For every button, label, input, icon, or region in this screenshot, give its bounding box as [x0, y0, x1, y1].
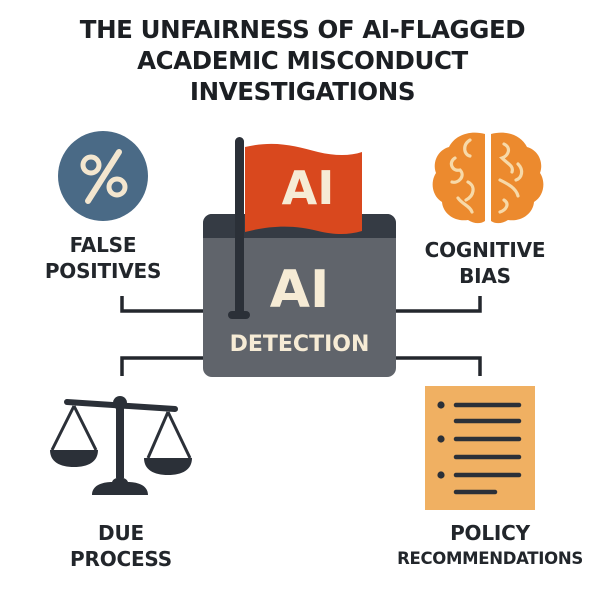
label-line: RECOMMENDATIONS	[397, 549, 583, 568]
brain-folds	[449, 138, 524, 214]
title-line-2: ACADEMIC MISCONDUCT	[137, 46, 468, 75]
label-line: BIAS	[459, 264, 511, 288]
page-title: THE UNFAIRNESS OF AI-FLAGGED ACADEMIC MI…	[0, 14, 605, 107]
title-line-1: THE UNFAIRNESS OF AI-FLAGGED	[79, 15, 526, 44]
label-due-process: DUE PROCESS	[56, 520, 186, 572]
box-body	[203, 214, 396, 377]
percent-dot-top	[80, 154, 102, 176]
flag-pole-base	[228, 311, 250, 319]
connector-due-process	[120, 356, 205, 376]
flag-icon	[228, 137, 362, 319]
box-detection-label: DETECTION	[229, 332, 370, 357]
label-line: POLICY	[450, 521, 530, 545]
flag-label: AI	[281, 161, 335, 215]
percent-dot-bottom	[106, 176, 128, 198]
flag-cloth	[245, 143, 362, 234]
box-ai-label: AI	[269, 260, 330, 320]
brain-left-hemisphere	[432, 132, 485, 224]
document-list-icon	[425, 386, 535, 510]
flag-pole	[235, 137, 244, 317]
connector-false-positives	[120, 296, 205, 313]
scales-icon	[50, 396, 192, 495]
percent-icon	[58, 131, 148, 221]
label-policy-recommendations: POLICY RECOMMENDATIONS	[385, 520, 595, 572]
connector-cognitive-bias	[395, 296, 482, 313]
label-line: COGNITIVE	[424, 238, 546, 262]
label-line: POSITIVES	[44, 259, 162, 283]
brain-icon	[432, 132, 544, 224]
scales-right-pan	[144, 458, 192, 475]
label-false-positives: FALSE POSITIVES	[28, 232, 178, 284]
scales-base	[92, 477, 148, 495]
label-cognitive-bias: COGNITIVE BIAS	[410, 237, 560, 289]
scales-pillar	[116, 403, 124, 478]
label-line: DUE	[98, 521, 144, 545]
connector-policy	[395, 356, 482, 376]
label-line: PROCESS	[70, 547, 172, 571]
percent-slash	[85, 149, 122, 204]
title-line-3: INVESTIGATIONS	[189, 77, 416, 106]
label-line: FALSE	[69, 233, 137, 257]
scales-left-pan	[50, 450, 98, 467]
